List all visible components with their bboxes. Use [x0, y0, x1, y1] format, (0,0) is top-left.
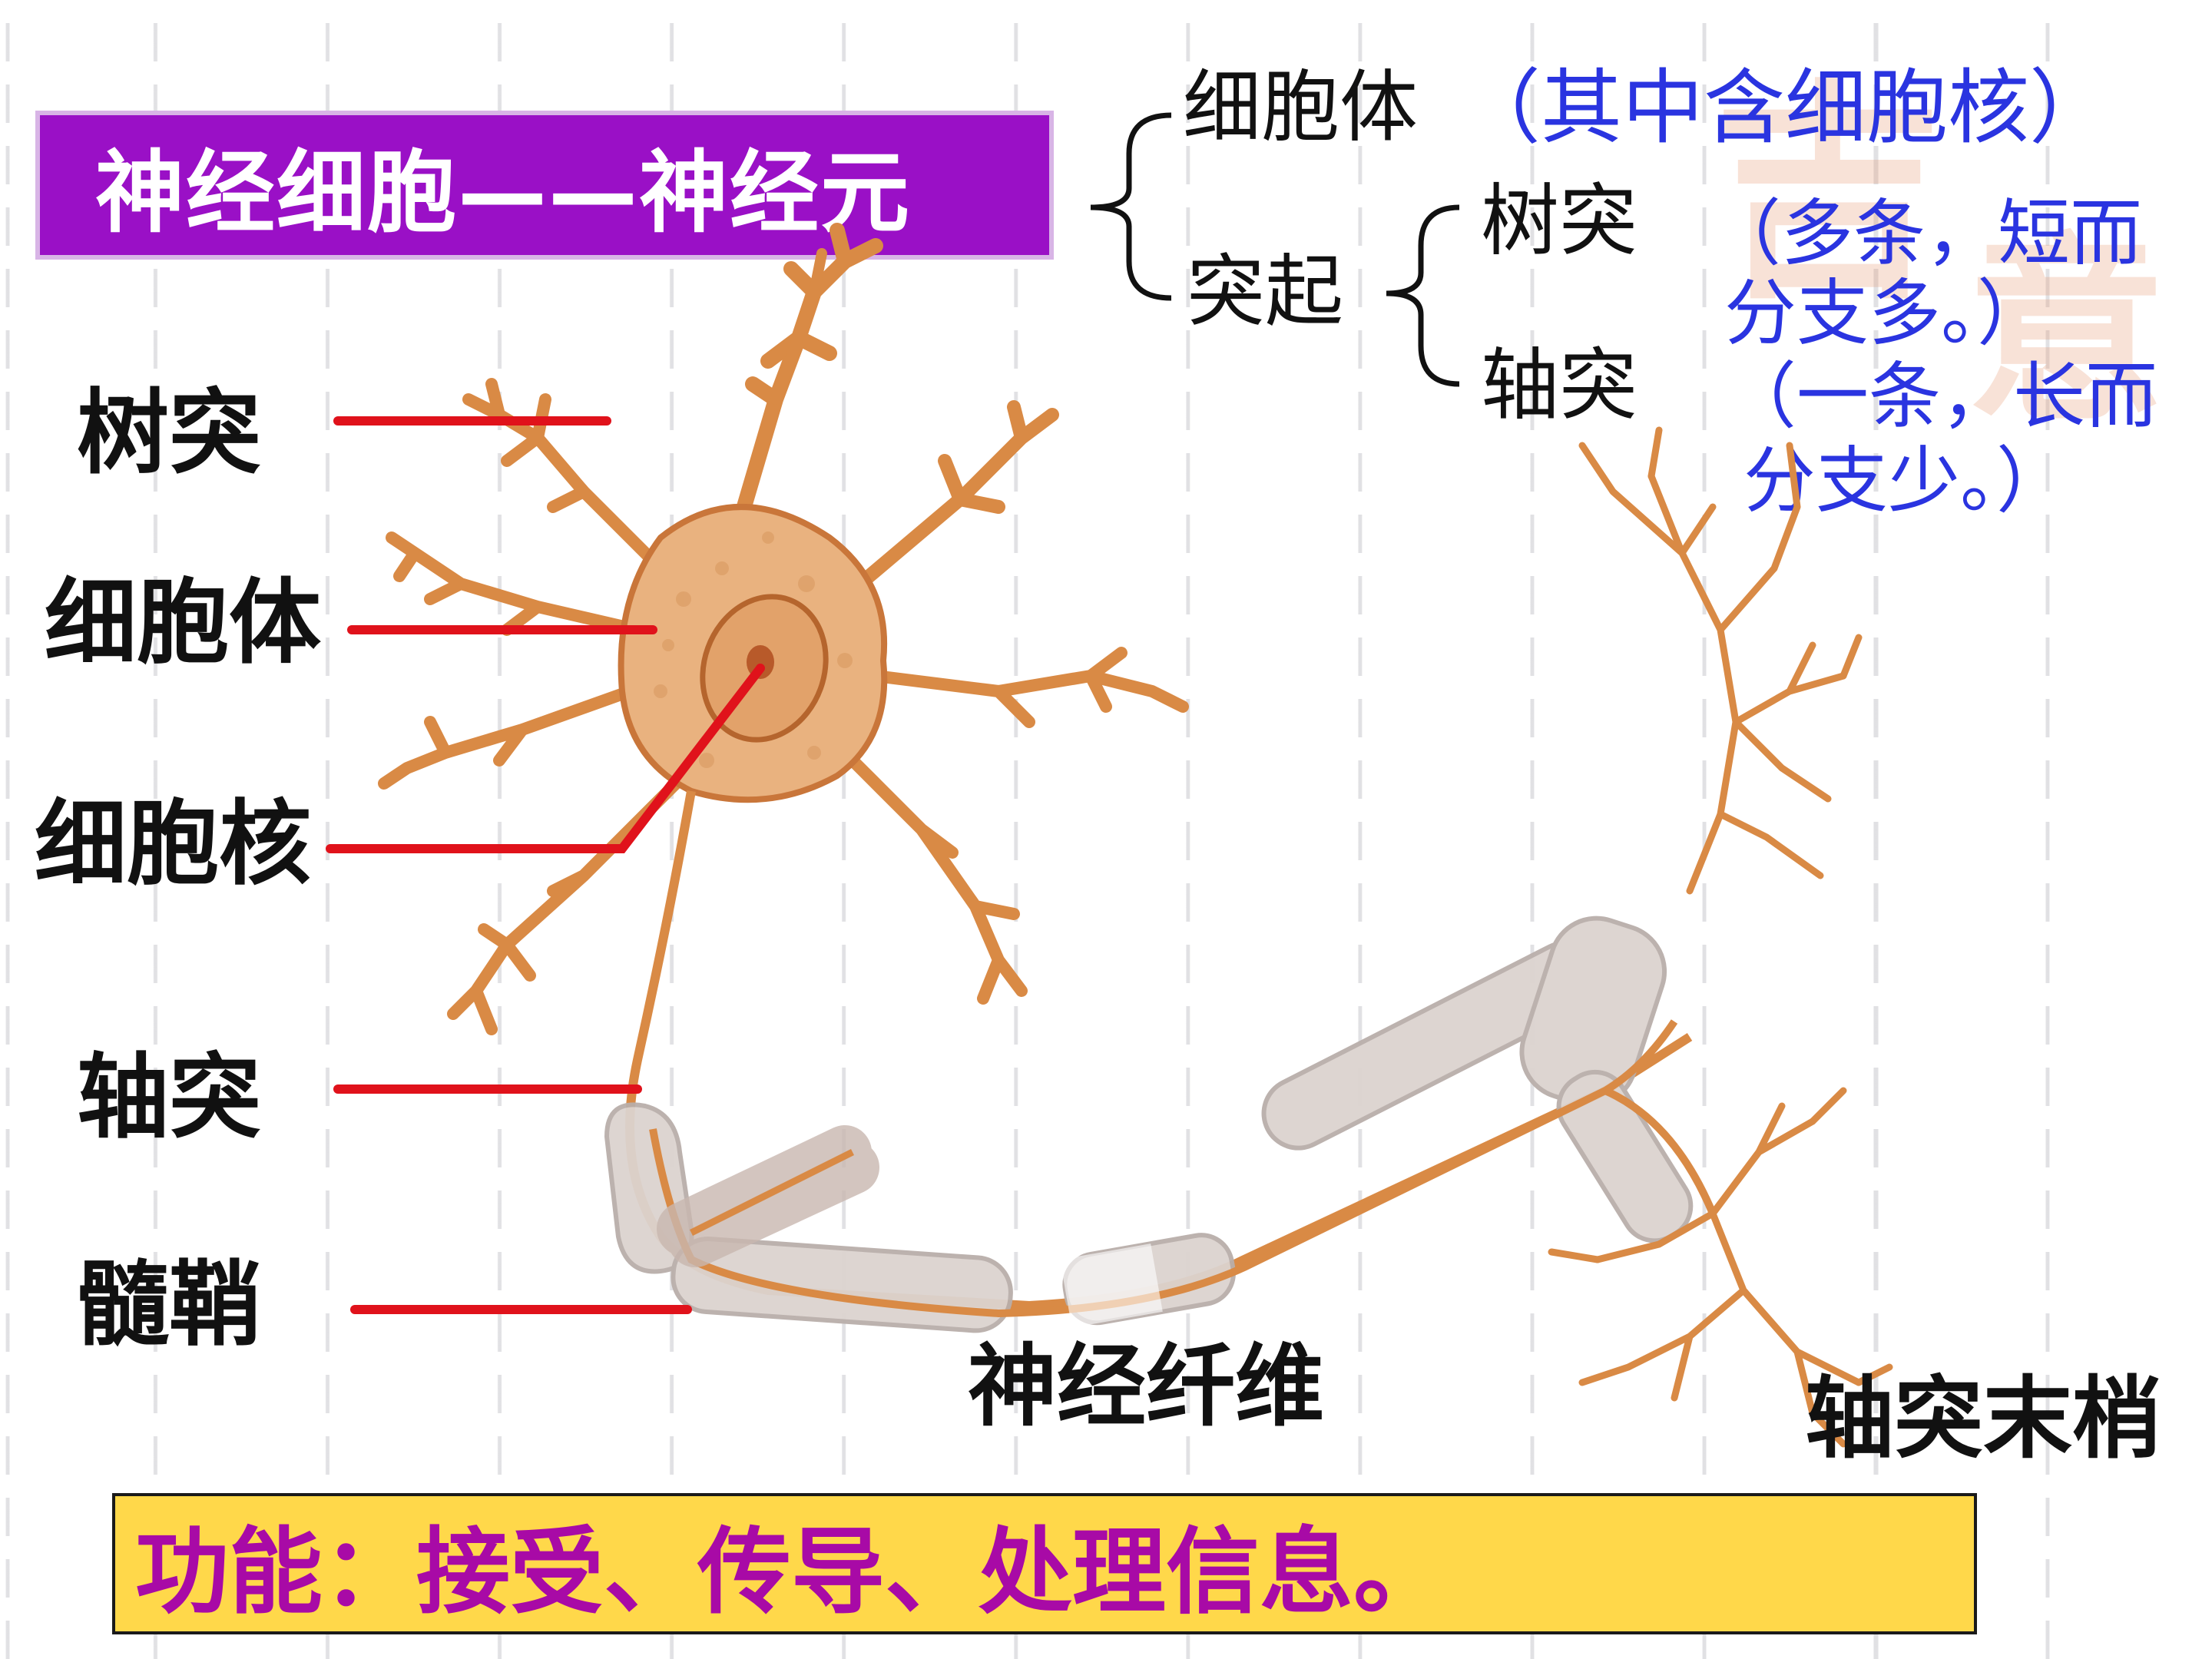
label-axon: 轴突: [77, 1045, 261, 1151]
dendrite-note-line1: （多条，短而: [1709, 192, 2143, 276]
label-myelin: 髓鞘: [77, 1252, 261, 1359]
page-title: 神经细胞——神经元: [95, 141, 911, 245]
structure-dendrite: 树突: [1481, 176, 1637, 267]
structure-process: 突起: [1187, 247, 1343, 338]
label-cell-body: 细胞体: [45, 570, 321, 677]
label-dendrite: 树突: [77, 380, 261, 487]
structure-cell-body: 细胞体: [1183, 62, 1418, 154]
axon-note-line1: （一条，长而: [1724, 355, 2158, 439]
label-nucleus: 细胞核: [35, 791, 311, 898]
function-text: 功能：接受、传导、处理信息。: [135, 1515, 1447, 1627]
dendrite-note-line2: 分支多。）: [1724, 272, 2050, 356]
title-banner: 神经细胞——神经元: [40, 115, 1049, 255]
function-box: 功能：接受、传导、处理信息。: [112, 1493, 1977, 1634]
structure-axon: 轴突: [1481, 340, 1637, 432]
watermark-seal: 吉: [1713, 58, 1943, 329]
structure-cell-body-note: （其中含细胞核）: [1459, 61, 2111, 155]
watermark-seal: 意: [1966, 214, 2166, 449]
label-nerve-fiber: 神经纤维: [968, 1335, 1324, 1439]
label-axon-terminal: 轴突末梢: [1805, 1367, 2161, 1471]
